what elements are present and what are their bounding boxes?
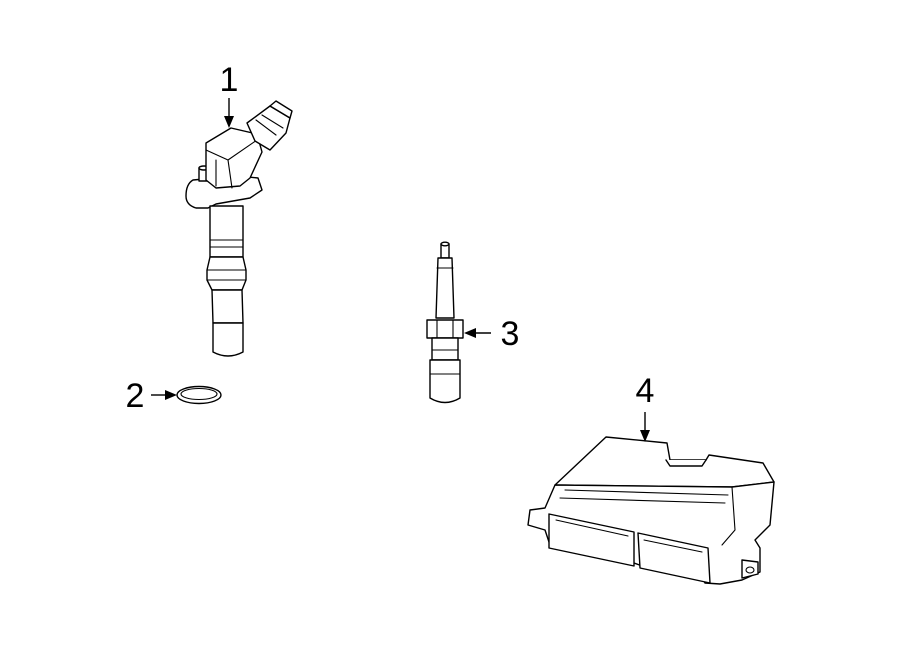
callout-2: 2 [126,377,177,415]
callout-number: 2 [126,377,145,415]
spark-plug [426,241,464,404]
arrowhead [640,430,650,442]
engine-control-module [527,436,775,585]
callout-number: 3 [501,315,520,353]
arrowhead [464,328,476,338]
callout-number: 1 [220,61,239,99]
arrowhead [165,390,177,400]
o-ring [176,385,222,405]
ignition-coil [185,100,293,357]
callout-1: 1 [220,61,239,128]
callout-number: 4 [636,372,655,410]
callout-4: 4 [636,372,655,442]
arrowhead [224,116,234,128]
callout-3: 3 [464,315,519,353]
